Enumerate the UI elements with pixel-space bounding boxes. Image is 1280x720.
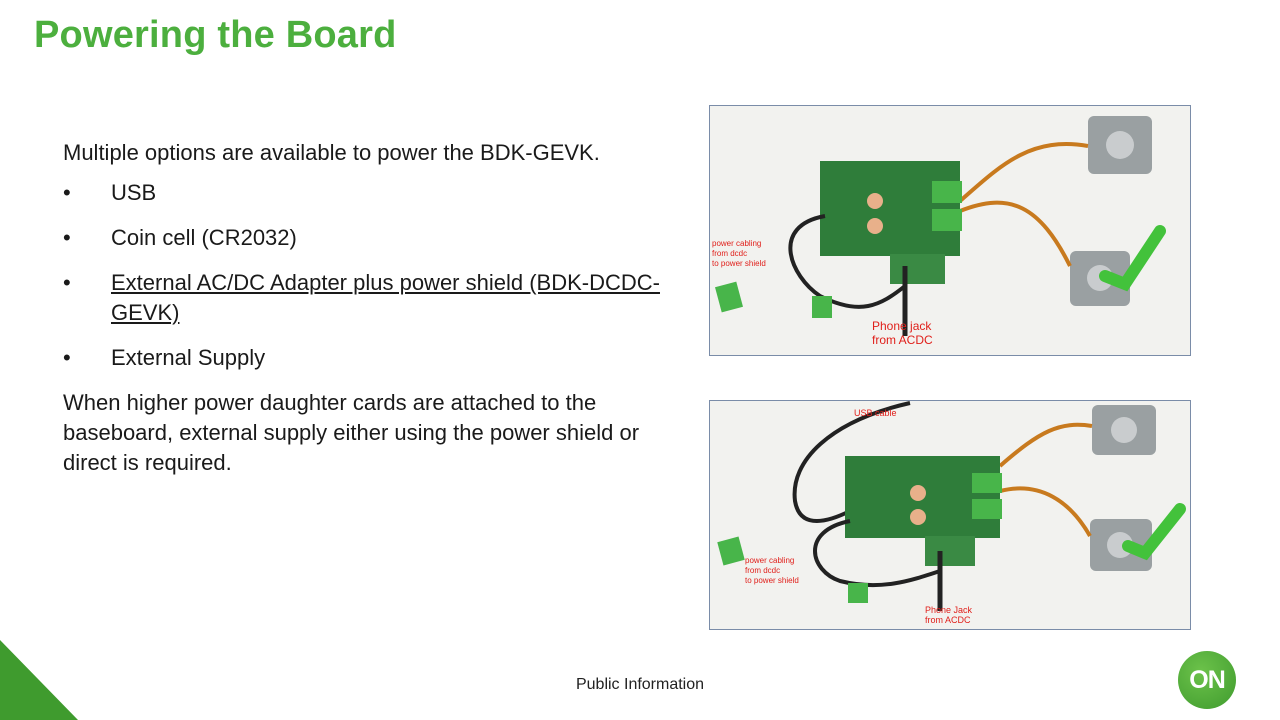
label-jack-line2: from ACDC xyxy=(872,333,933,347)
label-jack-line2: from ACDC xyxy=(925,615,971,625)
slide-title: Powering the Board xyxy=(34,14,397,56)
list-item-coin-cell: Coin cell (CR2032) xyxy=(63,223,673,253)
label-cabling-line2: from dcdc xyxy=(712,249,747,258)
slide-content: Multiple options are available to power … xyxy=(63,138,673,478)
label-jack-line1: Phone Jack xyxy=(925,605,973,615)
list-item-external-supply: External Supply xyxy=(63,343,673,373)
list-item-acdc-adapter: External AC/DC Adapter plus power shield… xyxy=(63,268,673,328)
label-cabling-line3: to power shield xyxy=(745,576,799,585)
list-item-usb: USB xyxy=(63,178,673,208)
label-jack-line1: Phone jack xyxy=(872,319,932,333)
check-mark-icon xyxy=(1122,503,1186,561)
label-cabling-line2: from dcdc xyxy=(745,566,780,575)
label-cabling-line1: power cabling xyxy=(712,239,761,248)
note-text: When higher power daughter cards are att… xyxy=(63,390,640,475)
label-usb: USB cable xyxy=(854,408,897,418)
photo-dcdc-shield: power cabling from dcdc to power shield … xyxy=(709,105,1191,356)
baseboard xyxy=(820,161,960,256)
check-mark-icon xyxy=(1099,225,1166,292)
intro-text: Multiple options are available to power … xyxy=(63,140,600,165)
corner-triangle xyxy=(0,640,78,720)
label-cabling-line3: to power shield xyxy=(712,259,766,268)
label-cabling-line1: power cabling xyxy=(745,556,794,565)
footer-label: Public Information xyxy=(575,676,705,693)
photo-usb-dcdc: USB cable power cabling from dcdc to pow… xyxy=(709,400,1191,630)
on-semiconductor-logo: ON xyxy=(1178,651,1236,709)
power-options-list: USB Coin cell (CR2032) External AC/DC Ad… xyxy=(63,178,673,373)
